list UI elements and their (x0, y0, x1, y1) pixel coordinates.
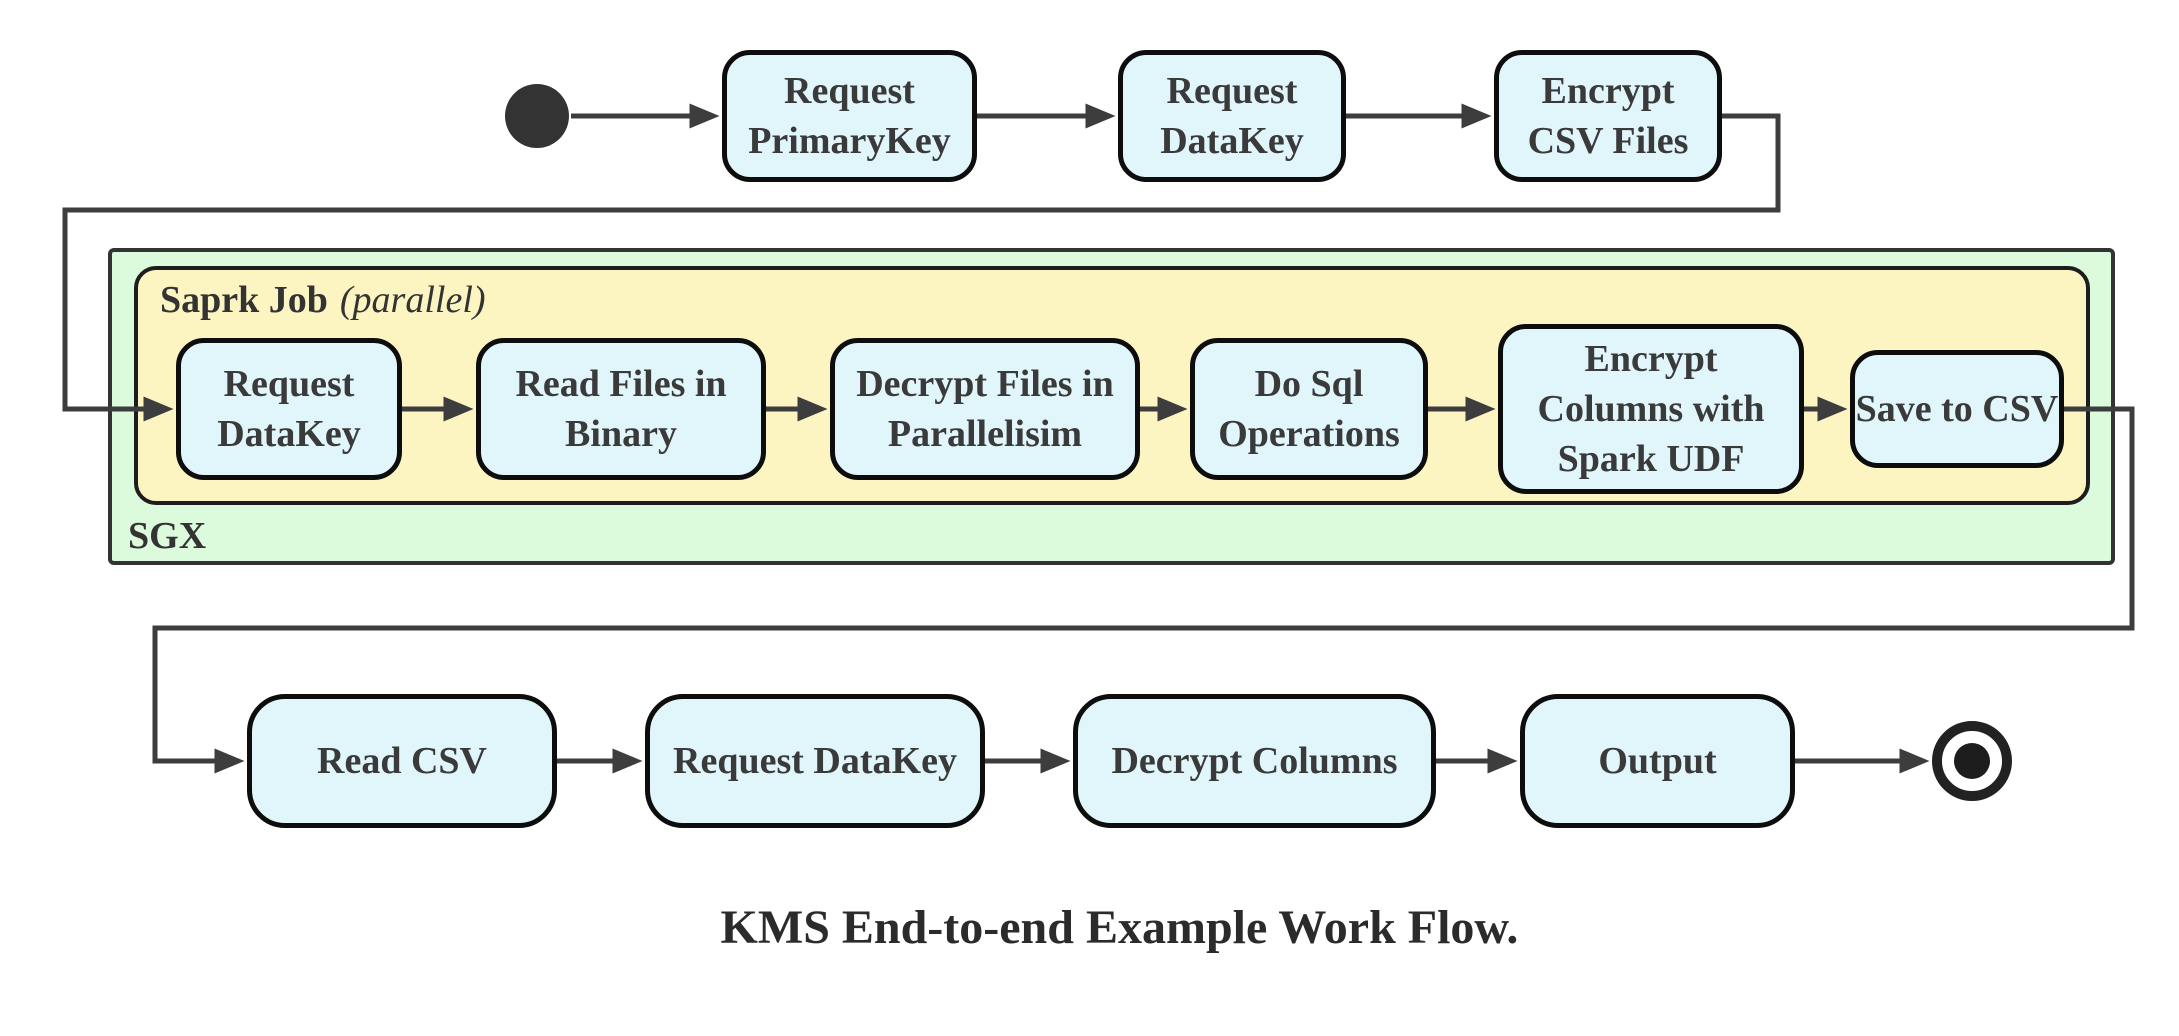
node-request-primarykey: Request PrimaryKey (722, 50, 977, 182)
node-decrypt-files-in-parallelism: Decrypt Files in Parallelisim (830, 338, 1140, 480)
node-read-csv: Read CSV (247, 694, 557, 828)
node-do-sql-operations: Do Sql Operations (1190, 338, 1428, 480)
sgx-label: SGX (128, 515, 207, 557)
node-request-datakey-2: Request DataKey (645, 694, 985, 828)
node-request-datakey: Request DataKey (1118, 50, 1346, 182)
end-state-dot (1954, 743, 1990, 779)
node-spark-request-datakey: Request DataKey (176, 338, 402, 480)
spark-job-title: Saprk Job (parallel) (160, 278, 486, 322)
node-output: Output (1520, 694, 1795, 828)
end-state-icon (1932, 721, 2012, 801)
node-save-to-csv: Save to CSV (1850, 350, 2064, 468)
node-encrypt-csv-files: Encrypt CSV Files (1494, 50, 1722, 182)
spark-job-title-parallel: (parallel) (339, 279, 486, 321)
node-decrypt-columns: Decrypt Columns (1073, 694, 1436, 828)
node-encrypt-columns-with-spark-udf: Encrypt Columns with Spark UDF (1498, 324, 1804, 494)
diagram-caption: KMS End-to-end Example Work Flow. (720, 901, 1519, 954)
spark-job-title-text: Saprk Job (160, 279, 328, 321)
start-state-icon (505, 84, 569, 148)
node-read-files-in-binary: Read Files in Binary (476, 338, 766, 480)
